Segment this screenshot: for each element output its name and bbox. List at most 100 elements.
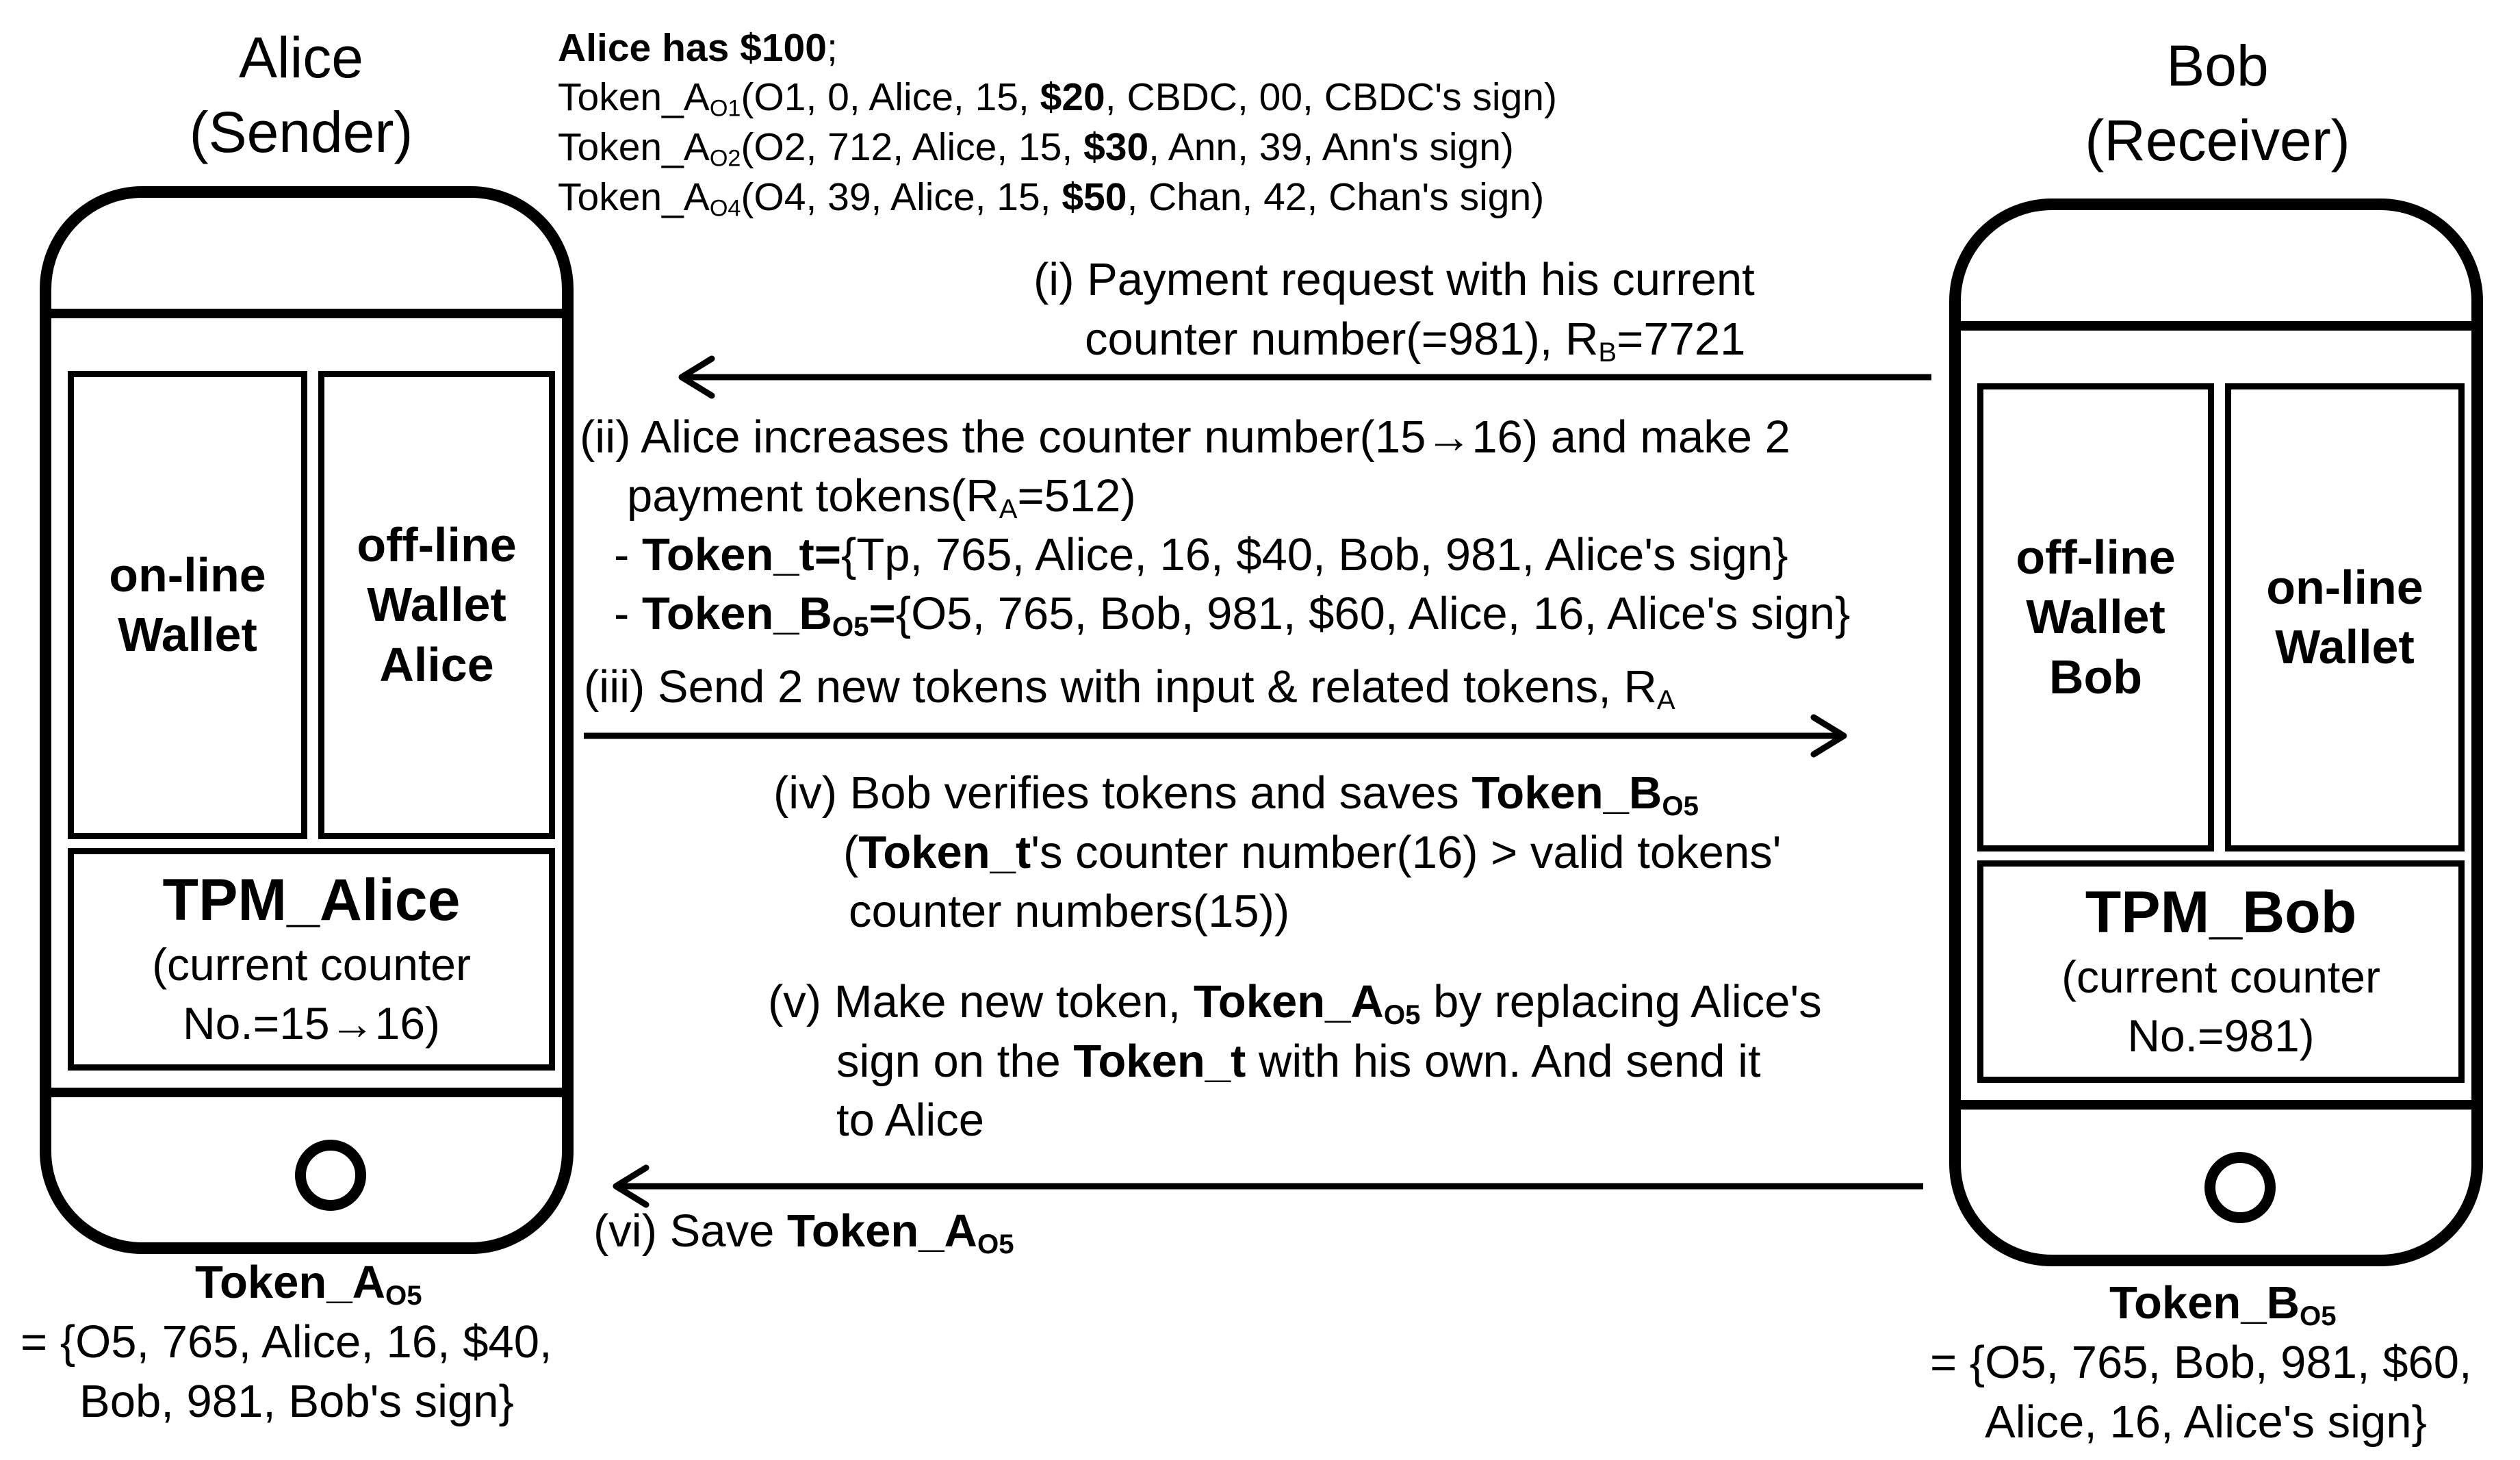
step-5-token-sub: O5 [1383,999,1421,1031]
step-3-text: (iii) Send 2 new tokens with input & rel… [584,661,1657,713]
bob-name-label: Bob [2166,34,2269,98]
bob-offline-wallet-line2: Wallet [2026,590,2165,644]
step-1-sub: B [1598,337,1617,368]
alice-name: Alice (Sender) [157,21,445,170]
step-2-token-b-eq: = [869,588,896,639]
bob-phone: off-line Wallet Bob on-line Wallet TPM_B… [1949,198,2483,1266]
step-6: (vi) Save Token_AO5 [593,1205,1014,1260]
input-token-amount: $30 [1083,125,1149,169]
step-5-text: (v) Make new token, [768,976,1194,1027]
step-5-token-t-name: Token_t [1073,1036,1246,1087]
alice-result-line2: Bob, 981, Bob's sign} [79,1376,514,1428]
step-2-text: payment tokens(R [627,470,999,522]
input-token-fields-rest: , Ann, 39, Ann's sign) [1148,125,1514,169]
alice-phone-top-bar [51,309,562,318]
bob-name: Bob (Receiver) [2046,29,2389,178]
step-4-paren: ( [843,827,859,878]
alice-result-token-name: Token_A [195,1257,385,1308]
input-token-row: Token_AO2(O2, 712, Alice, 15, $30, Ann, … [558,125,1514,170]
step-2-dash: - [614,529,642,580]
bob-online-wallet: on-line Wallet [2225,383,2465,851]
bob-online-wallet-line1: on-line [2266,560,2423,614]
step-4-token-name: Token_B [1471,767,1662,819]
alice-offline-wallet-line2: Wallet [367,578,506,632]
bob-online-wallet-line2: Wallet [2275,620,2415,674]
alice-tpm-title: TPM_Alice [162,867,461,934]
alice-offline-wallet: off-line Wallet Alice [318,371,555,839]
step-2-sub: A [999,494,1018,525]
step-5-line2: sign on the Token_t with his own. And se… [836,1035,1761,1088]
alice-tpm-box: TPM_Alice (current counter No.=15→16) [68,848,555,1071]
alice-balance-heading: Alice has $100; [558,26,838,71]
input-token-name: Token_A [558,175,710,219]
step-5-token-name: Token_A [1193,976,1384,1027]
bob-result-token-name: Token_B [2109,1277,2300,1329]
input-token-row: Token_AO4(O4, 39, Alice, 15, $50, Chan, … [558,175,1544,220]
bob-phone-top-bar [1961,321,2471,331]
step-2-token-b: - Token_BO5={O5, 765, Bob, 981, $60, Ali… [614,587,1851,643]
alice-result-token: Token_AO5 = {O5, 765, Alice, 16, $40, Bo… [21,1253,552,1431]
bob-result-token-sub: O5 [2299,1301,2337,1332]
alice-result-title: Token_AO5 [21,1253,552,1312]
input-token-fields-rest: , CBDC, 00, CBDC's sign) [1105,75,1557,119]
alice-online-wallet-line1: on-line [109,548,266,602]
step-2-token-b-name: Token_B [641,588,832,639]
alice-result-line1: = {O5, 765, Alice, 16, $40, [21,1316,552,1368]
bob-tpm-title: TPM_Bob [2085,880,2357,946]
bob-role-label: (Receiver) [2085,108,2350,173]
step-4-condition: 's counter number(16) > valid tokens' [1031,827,1782,878]
step-5-text-rest: with his own. And send it [1246,1036,1761,1087]
step-1-line1: (i) Payment request with his current [1033,254,1755,305]
step-2-line2: payment tokens(RA=512) [627,470,1136,525]
step-2-token-b-sub: O5 [832,611,869,643]
input-token-fields: (O1, 0, Alice, 15, [741,75,1040,119]
input-token-fields: (O2, 712, Alice, 15, [741,125,1084,169]
arrow-return-token [613,1164,1923,1208]
step-5-line3: to Alice [836,1094,985,1146]
alice-name-label: Alice [238,25,364,90]
arrow-send-tokens [584,714,1847,758]
input-token-sub: O4 [709,195,741,222]
input-token-fields-rest: , Chan, 42, Chan's sign) [1127,175,1545,219]
bob-result-token: Token_BO5 = {O5, 765, Bob, 981, $60, Ali… [1930,1273,2472,1452]
alice-balance-bold: Alice has $100 [558,26,827,70]
bob-offline-wallet-line3: Bob [2048,650,2143,704]
step-4-line1: (iv) Bob verifies tokens and saves Token… [773,767,1699,820]
step-6-token-sub: O5 [977,1229,1014,1260]
alice-tpm-line1: (current counter [152,939,471,990]
step-6-text: (vi) Save [593,1205,787,1257]
input-token-amount: $50 [1062,175,1127,219]
step-2-token-t-fields: {Tp, 765, Alice, 16, $40, Bob, 981, Alic… [840,529,1788,580]
step-2-token-b-fields: {O5, 765, Bob, 981, $60, Alice, 16, Alic… [895,588,1851,639]
bob-offline-wallet-line1: off-line [2016,530,2176,584]
bob-result-line2: Alice, 16, Alice's sign} [1985,1396,2427,1448]
step-4-token-t-name: Token_t [858,827,1031,878]
bob-tpm-line1: (current counter [2061,951,2380,1003]
input-token-sub: O1 [709,95,741,122]
alice-online-wallet: on-line Wallet [68,371,307,839]
step-2-token-t: - Token_t={Tp, 765, Alice, 16, $40, Bob,… [614,528,1788,581]
input-token-sub: O2 [709,145,741,172]
alice-result-token-sub: O5 [385,1280,422,1311]
bob-phone-bottom-bar [1961,1100,2471,1110]
step-4-text: (iv) Bob verifies tokens and saves [773,767,1472,819]
bob-tpm-box: TPM_Bob (current counter No.=981) [1977,860,2465,1083]
step-2-value: =512) [1017,470,1136,522]
step-1-line2: counter number(=981), RB=7721 [1085,313,1745,366]
input-token-amount: $20 [1040,75,1105,119]
bob-result-title: Token_BO5 [1930,1273,2472,1333]
step-3-sub: A [1656,684,1675,716]
alice-tpm-line2: No.=15→16) [182,998,441,1049]
input-token-row: Token_AO1(O1, 0, Alice, 15, $20, CBDC, 0… [558,75,1557,120]
alice-online-wallet-line2: Wallet [118,608,257,661]
step-1-value: =7721 [1617,313,1746,365]
input-token-name: Token_A [558,125,710,169]
bob-tpm-line2: No.=981) [2127,1010,2315,1062]
step-4-line3: counter numbers(15)) [849,886,1290,937]
step-6-token-name: Token_A [786,1205,977,1257]
alice-offline-wallet-line3: Alice [379,637,494,691]
input-token-name: Token_A [558,75,710,119]
step-5-line1: (v) Make new token, Token_AO5 by replaci… [768,975,1822,1031]
step-2-token-t-name: Token_t= [641,529,841,580]
step-5-text: sign on the [836,1036,1074,1087]
